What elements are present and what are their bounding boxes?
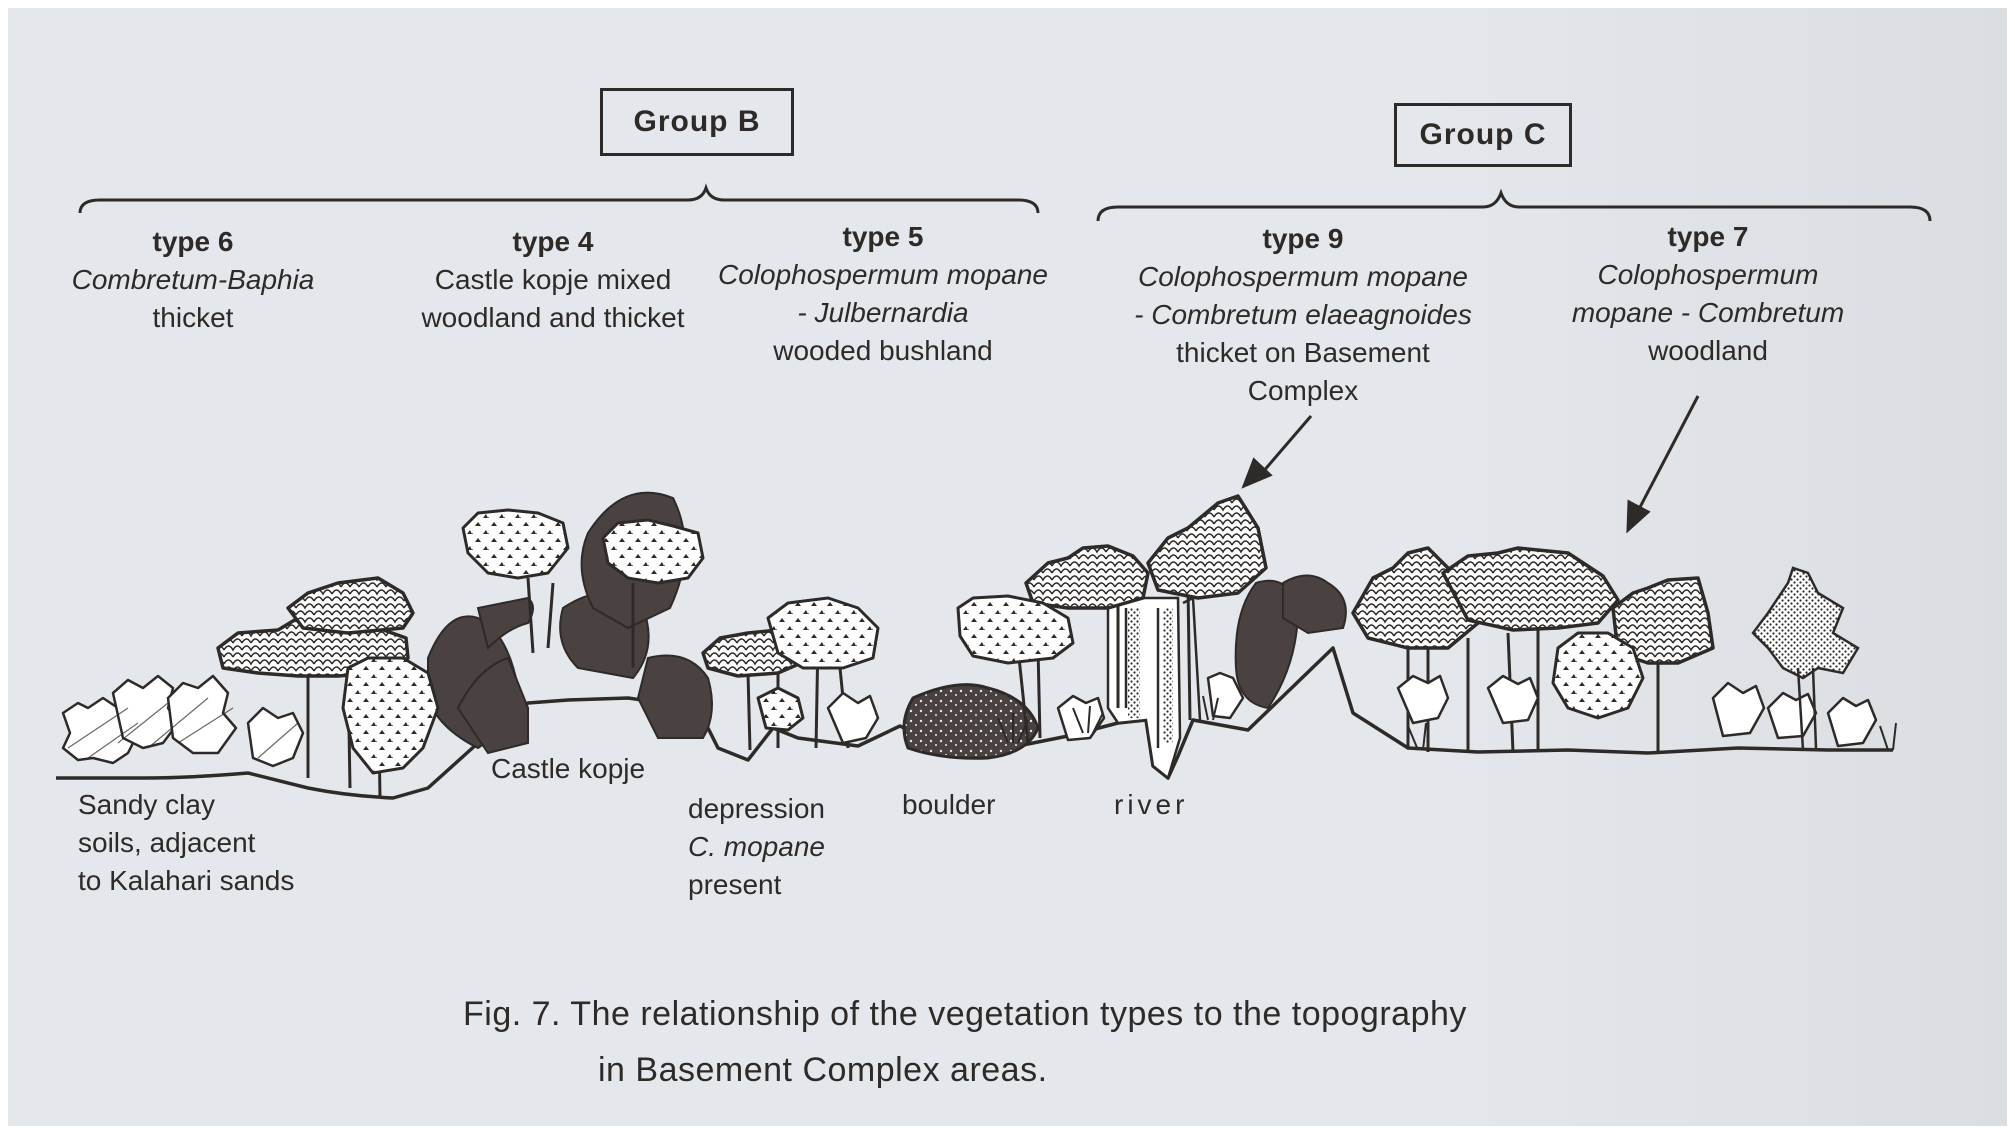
depression-label: depression C. mopane present	[688, 790, 868, 904]
river-label: river	[1114, 786, 1188, 824]
type-6-label: type 6 Combretum-Baphia thicket	[48, 223, 338, 337]
depression-line-2: C. mopane	[688, 828, 868, 866]
group-b-box: Group B	[600, 88, 794, 156]
type-6-form: thicket	[48, 299, 338, 337]
type-6-number: type 6	[48, 223, 338, 261]
type-9-species-1: Colophospermum mopane	[1108, 258, 1498, 296]
type-4-number: type 4	[403, 223, 703, 261]
type-4-label: type 4 Castle kopje mixed woodland and t…	[403, 223, 703, 337]
type-7-number: type 7	[1538, 218, 1878, 256]
sandy-soil-label: Sandy clay soils, adjacent to Kalahari s…	[78, 786, 294, 900]
sandy-line-1: Sandy clay	[78, 786, 294, 824]
arrow-type-9	[1244, 416, 1311, 486]
depression-line-3: present	[688, 866, 868, 904]
boulder	[904, 685, 1038, 759]
group-c-box: Group C	[1394, 103, 1572, 167]
scanned-page: Group B Group C type 6 Combretum-Baphia …	[8, 8, 2007, 1126]
type-5-species-1: Colophospermum mopane	[708, 256, 1058, 294]
type-9-number: type 9	[1108, 220, 1498, 258]
figure-caption-line-1: Fig. 7. The relationship of the vegetati…	[463, 986, 1467, 1042]
type-5-form: wooded bushland	[708, 332, 1058, 370]
type-6-name: Combretum-Baphia	[48, 261, 338, 299]
type-7-label: type 7 Colophospermum mopane - Combretum…	[1538, 218, 1878, 370]
type-4-line-2: woodland and thicket	[403, 299, 703, 337]
type-4-line-1: Castle kopje mixed	[403, 261, 703, 299]
sandy-line-3: to Kalahari sands	[78, 862, 294, 900]
type-9-form: thicket on Basement	[1108, 334, 1498, 372]
vegetation-topography-diagram	[8, 8, 2007, 1126]
sandy-line-2: soils, adjacent	[78, 824, 294, 862]
figure-caption-line-2: in Basement Complex areas.	[598, 1042, 1048, 1098]
type-7-species-1: Colophospermum	[1538, 256, 1878, 294]
type-5-number: type 5	[708, 218, 1058, 256]
castle-kopje-label: Castle kopje	[491, 750, 645, 788]
boulder-label: boulder	[902, 786, 995, 824]
type-5-species-2: - Julbernardia	[708, 294, 1058, 332]
arrow-type-7	[1628, 396, 1698, 530]
group-c-brace	[1098, 193, 1930, 221]
river-cliffs	[1108, 598, 1200, 778]
type-7-form: woodland	[1538, 332, 1878, 370]
type-7-species-2: mopane - Combretum	[1538, 294, 1878, 332]
type-5-label: type 5 Colophospermum mopane - Julbernar…	[708, 218, 1058, 370]
group-b-brace	[80, 188, 1038, 213]
depression-line-1: depression	[688, 790, 868, 828]
type-9-label: type 9 Colophospermum mopane - Combretum…	[1108, 220, 1498, 410]
type-9-form-2: Complex	[1108, 372, 1498, 410]
type-9-species-2: - Combretum elaeagnoides	[1108, 296, 1498, 334]
